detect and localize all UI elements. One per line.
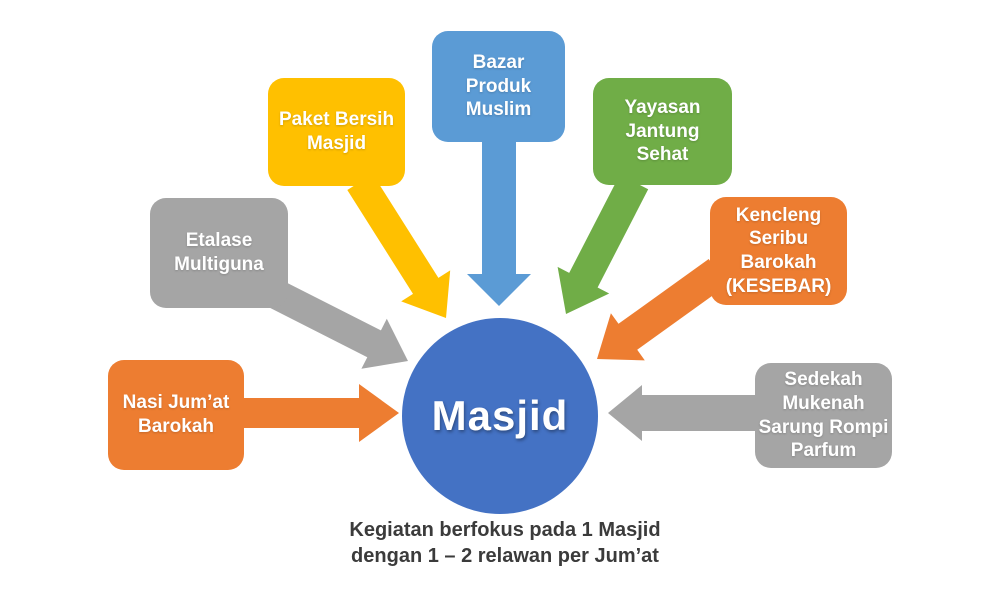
node-label: Sedekah Mukenah Sarung Rompi Parfum [758,369,889,462]
node-sedekah-mukenah: Sedekah Mukenah Sarung Rompi Parfum [755,363,892,468]
node-paket-bersih-masjid: Paket Bersih Masjid [268,78,405,186]
arrow-etalase-multiguna [261,276,408,369]
arrow-nasi-jumat-barokah [244,384,399,442]
center-circle-label: Masjid [431,392,569,439]
node-label: Etalase Multiguna [174,230,264,275]
node-kencleng-seribu-barokah: Kencleng Seribu Barokah (KESEBAR) [710,197,847,305]
arrow-kencleng-seribu-barokah-kesebar [597,259,728,361]
node-label: Paket Bersih Masjid [278,109,395,154]
arrow-sedekah-mukenah-sarung-rompi-parfum [608,385,757,441]
arrow-yayasan-jantung-sehat [557,174,649,314]
node-label: Kencleng Seribu Barokah (KESEBAR) [725,204,832,297]
diagram-caption: Kegiatan berfokus pada 1 Masjid dengan 1… [349,519,661,568]
node-nasi-jumat-barokah: Nasi Jum’at Barokah [108,360,244,470]
node-label: Nasi Jum’at Barokah [122,392,230,437]
node-label: Yayasan Jantung Sehat [624,97,701,166]
node-bazar-produk-muslim: Bazar Produk Muslim [432,31,565,142]
node-etalase-multiguna: Etalase Multiguna [150,198,288,308]
arrow-bazar-produk-muslim [467,140,531,306]
node-yayasan-jantung-sehat: Yayasan Jantung Sehat [593,78,732,185]
node-label: Bazar Produk Muslim [465,52,532,121]
center-circle-masjid: Masjid [402,318,598,514]
arrow-paket-bersih-masjid [347,174,451,318]
